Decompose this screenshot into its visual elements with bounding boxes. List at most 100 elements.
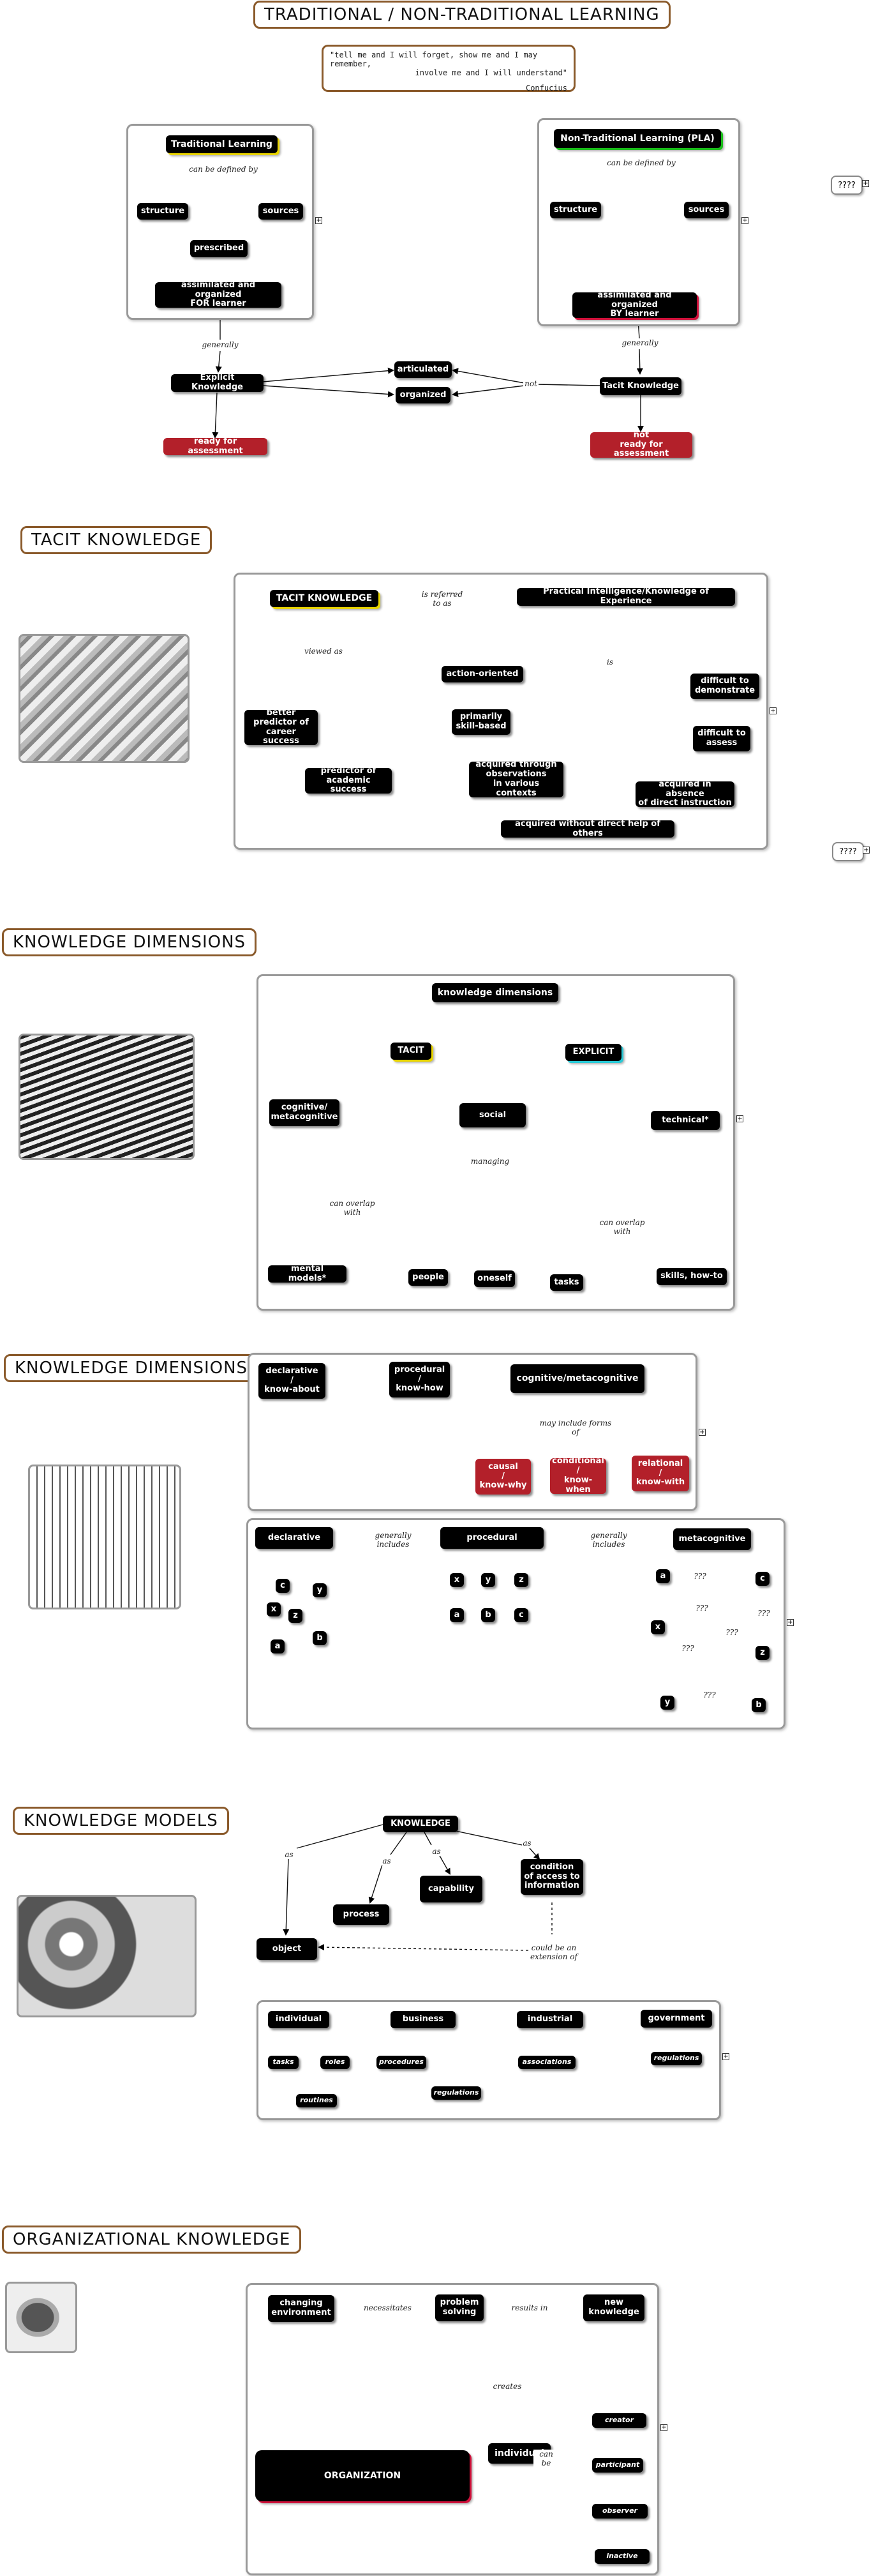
node-action-oriented[interactable]: action-oriented <box>442 666 523 682</box>
node-roles[interactable]: roles <box>320 2056 350 2069</box>
node-letter-z[interactable]: z <box>514 1573 528 1587</box>
node-sources[interactable]: sources <box>258 203 303 220</box>
expand-icon[interactable]: + <box>722 2053 729 2060</box>
node-regulations[interactable]: regulations <box>651 2052 702 2065</box>
node-structure[interactable]: structure <box>137 203 188 220</box>
node-traditional-learning[interactable]: Traditional Learning <box>166 135 278 153</box>
expand-icon[interactable]: + <box>660 2424 667 2431</box>
expand-icon[interactable]: + <box>770 707 777 714</box>
expand-icon[interactable]: + <box>699 1429 706 1436</box>
node-capability[interactable]: capability <box>420 1876 482 1902</box>
node-individual[interactable]: individual <box>268 2011 329 2028</box>
node-cognitive-metacognitive[interactable]: cognitive/ metacognitive <box>269 1099 339 1126</box>
node-letter-y[interactable]: y <box>660 1696 674 1710</box>
node-ready-for-assessment[interactable]: ready for assessment <box>163 437 267 455</box>
node-tasks[interactable]: tasks <box>268 2056 299 2069</box>
node-predictor-academic[interactable]: predictor of academic success <box>305 766 392 794</box>
expand-icon[interactable]: + <box>862 180 869 187</box>
expand-icon[interactable]: + <box>315 217 322 224</box>
node-letter-c[interactable]: c <box>514 1608 528 1622</box>
node-structure[interactable]: structure <box>550 202 601 218</box>
node-letter-z[interactable]: z <box>755 1646 770 1660</box>
node-tacit[interactable]: TACIT <box>391 1043 431 1060</box>
node-letter-c[interactable]: c <box>755 1572 770 1586</box>
node-letter-a[interactable]: a <box>656 1569 670 1583</box>
node-letter-b[interactable]: b <box>313 1631 327 1645</box>
node-causal-know-why[interactable]: causal / know-why <box>475 1459 531 1495</box>
node-industrial[interactable]: industrial <box>517 2011 583 2028</box>
node-condition-access[interactable]: condition of access to information <box>521 1859 583 1895</box>
node-conditional-know-when[interactable]: conditional / know-when <box>550 1456 606 1495</box>
expand-icon[interactable]: + <box>736 1115 743 1122</box>
node-letter-z[interactable]: z <box>288 1609 302 1623</box>
node-letter-y[interactable]: y <box>313 1583 327 1597</box>
node-tasks[interactable]: tasks <box>550 1274 583 1291</box>
node-letter-a[interactable]: a <box>450 1608 464 1622</box>
expand-icon[interactable]: + <box>863 847 870 854</box>
node-letter-x[interactable]: x <box>267 1602 281 1616</box>
node-organized[interactable]: organized <box>396 387 450 403</box>
node-letter-a[interactable]: a <box>271 1639 285 1653</box>
node-tacit-knowledge[interactable]: TACIT KNOWLEDGE <box>270 590 378 607</box>
node-explicit-knowledge[interactable]: Explicit Knowledge <box>171 373 264 392</box>
node-skill-based[interactable]: primarily skill-based <box>452 709 510 735</box>
node-government[interactable]: government <box>641 2010 712 2028</box>
node-inactive[interactable]: inactive <box>595 2549 650 2564</box>
node-changing-environment[interactable]: changing environment <box>268 2295 334 2322</box>
node-articulated[interactable]: articulated <box>394 361 452 378</box>
node-object[interactable]: object <box>257 1938 317 1960</box>
node-procedural-know-how[interactable]: procedural / know-how <box>389 1362 450 1397</box>
node-procedures[interactable]: procedures <box>376 2056 426 2069</box>
expand-icon[interactable]: + <box>787 1619 794 1626</box>
node-letter-c[interactable]: c <box>276 1579 290 1593</box>
node-acquired-absence[interactable]: acquired in absence of direct instructio… <box>636 780 734 808</box>
node-sources[interactable]: sources <box>684 202 729 218</box>
node-procedural[interactable]: procedural <box>440 1527 544 1549</box>
node-process[interactable]: process <box>333 1904 389 1925</box>
node-relational-know-with[interactable]: relational / know-with <box>632 1456 689 1491</box>
node-regulations[interactable]: regulations <box>431 2086 481 2100</box>
node-mental-models[interactable]: mental models* <box>268 1264 346 1283</box>
node-knowledge-dimensions[interactable]: knowledge dimensions <box>432 983 558 1002</box>
node-acquired-without-help[interactable]: acquired without direct help of others <box>501 819 674 838</box>
node-by-learner[interactable]: assimilated and organized BY learner <box>572 290 697 319</box>
node-difficult-to-assess[interactable]: difficult to assess <box>693 726 750 751</box>
expand-icon[interactable]: + <box>741 217 748 224</box>
node-letter-b[interactable]: b <box>752 1698 766 1712</box>
node-associations[interactable]: associations <box>518 2056 576 2069</box>
node-better-predictor-career[interactable]: better predictor of career success <box>244 708 318 746</box>
node-tacit-knowledge[interactable]: Tacit Knowledge <box>600 377 681 395</box>
node-social[interactable]: social <box>459 1103 526 1127</box>
unknown-node[interactable]: ???? <box>831 176 863 195</box>
node-technical[interactable]: technical* <box>651 1111 720 1130</box>
node-declarative-know-about[interactable]: declarative / know-about <box>258 1363 325 1399</box>
node-nontraditional-learning[interactable]: Non-Traditional Learning (PLA) <box>554 129 721 148</box>
node-organization[interactable]: ORGANIZATION <box>255 2450 470 2501</box>
node-new-knowledge[interactable]: new knowledge <box>583 2294 644 2321</box>
node-skills-how-to[interactable]: skills, how-to <box>657 1268 727 1285</box>
node-cognitive-metacognitive[interactable]: cognitive/metacognitive <box>510 1364 644 1393</box>
node-creator[interactable]: creator <box>592 2413 646 2428</box>
node-problem-solving[interactable]: problem solving <box>435 2294 484 2321</box>
node-not-ready-for-assessment[interactable]: not ready for assessment <box>590 430 692 458</box>
node-practical-intelligence[interactable]: Practical Intelligence/Knowledge of Expe… <box>517 587 735 606</box>
node-routines[interactable]: routines <box>296 2094 337 2107</box>
node-letter-y[interactable]: y <box>481 1573 495 1587</box>
node-observer[interactable]: observer <box>592 2504 648 2519</box>
node-knowledge[interactable]: KNOWLEDGE <box>383 1816 458 1832</box>
node-letter-x[interactable]: x <box>450 1573 464 1587</box>
node-metacognitive[interactable]: metacognitive <box>673 1528 751 1550</box>
node-business[interactable]: business <box>391 2011 456 2028</box>
node-acquired-observations[interactable]: acquired through observations in various… <box>469 760 563 798</box>
node-oneself[interactable]: oneself <box>474 1270 515 1287</box>
node-declarative[interactable]: declarative <box>255 1527 333 1549</box>
node-participant[interactable]: participant <box>592 2458 643 2473</box>
node-prescribed[interactable]: prescribed <box>190 240 248 257</box>
node-letter-b[interactable]: b <box>481 1608 495 1622</box>
node-difficult-to-demonstrate[interactable]: difficult to demonstrate <box>690 674 759 699</box>
node-people[interactable]: people <box>408 1269 448 1286</box>
node-letter-x[interactable]: x <box>651 1620 665 1634</box>
unknown-node[interactable]: ???? <box>832 842 864 861</box>
node-for-learner[interactable]: assimilated and organized FOR learner <box>155 280 281 308</box>
node-explicit[interactable]: EXPLICIT <box>565 1044 621 1061</box>
